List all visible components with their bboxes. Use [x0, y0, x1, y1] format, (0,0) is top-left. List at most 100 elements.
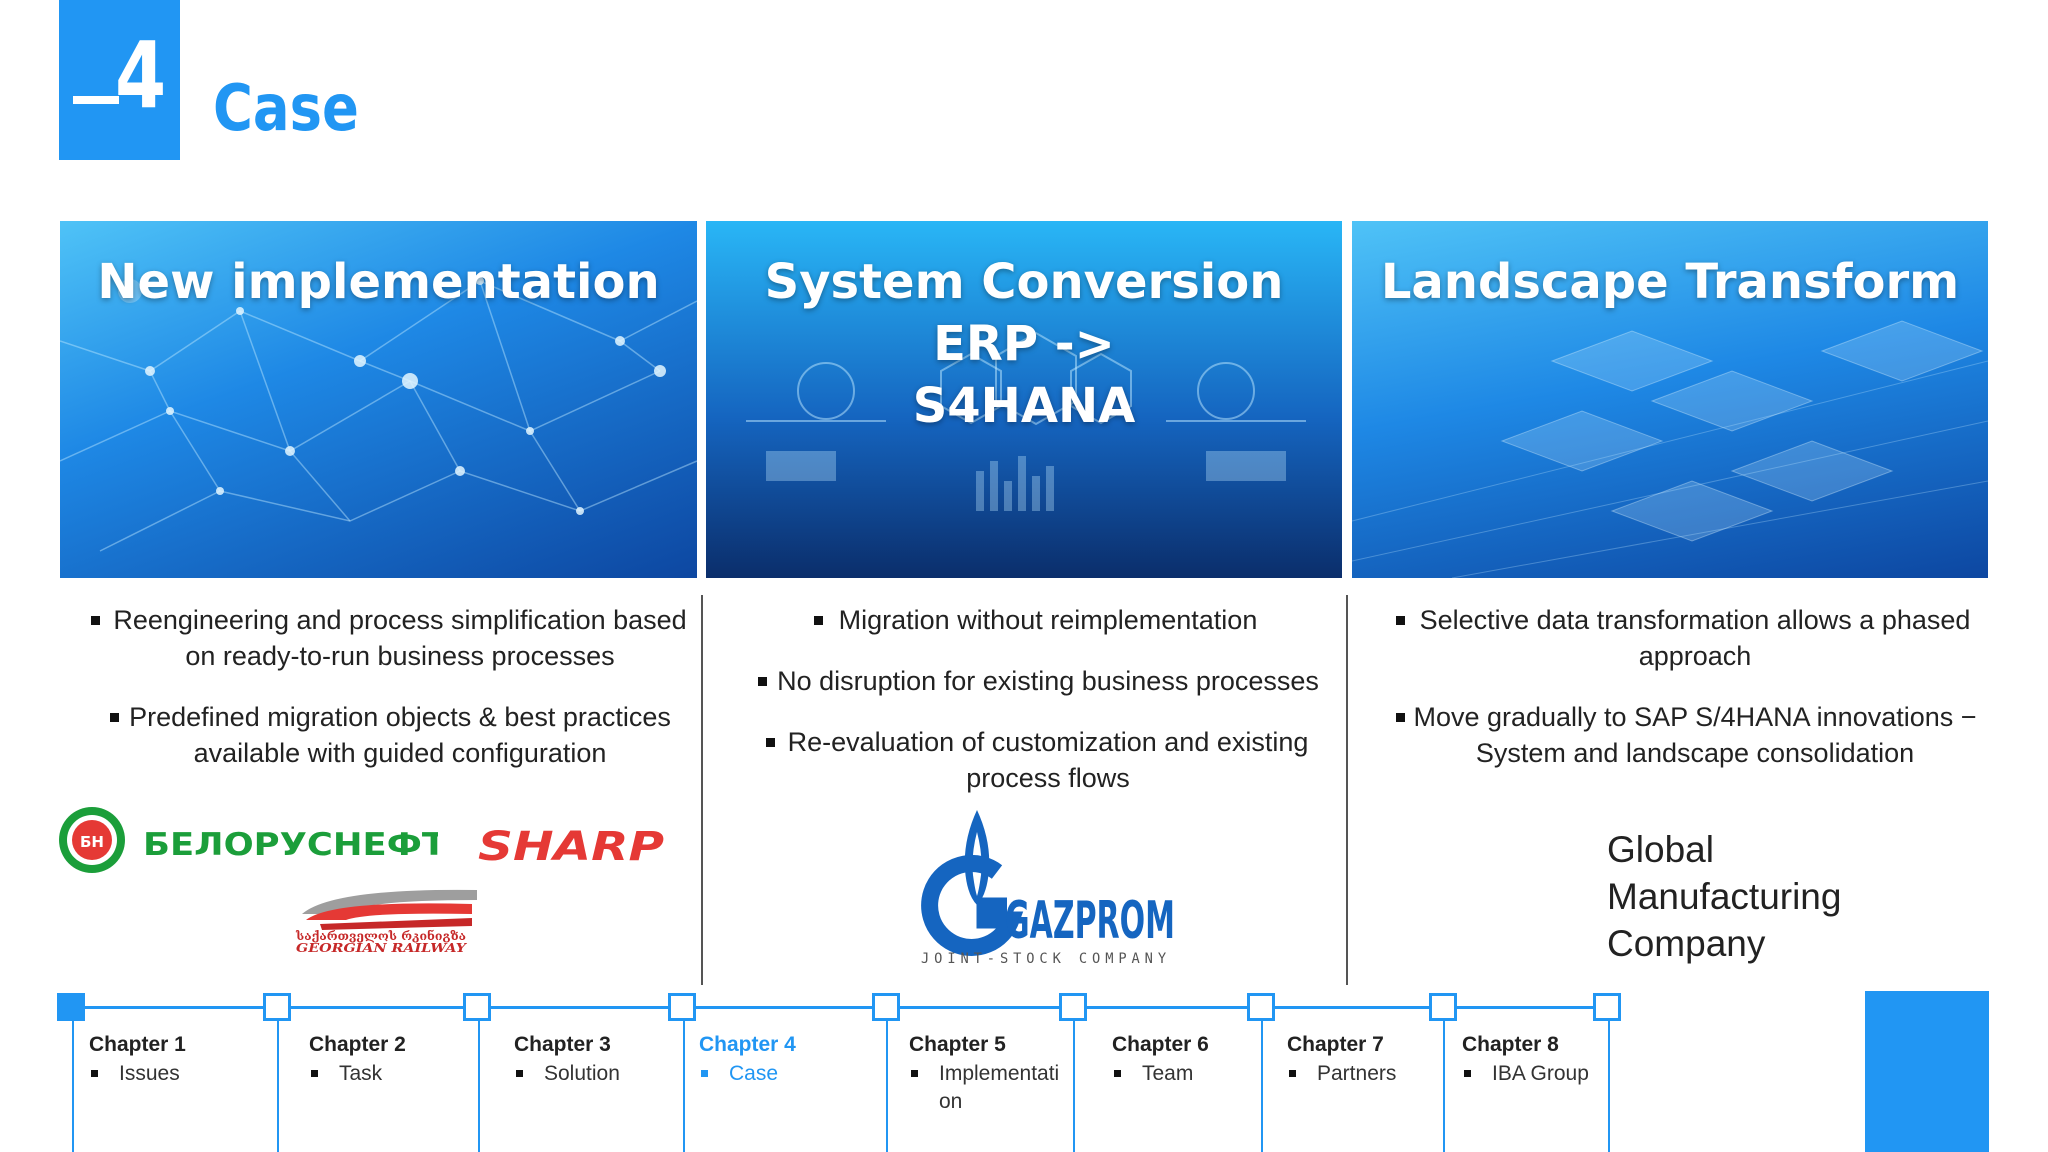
bullet-square-icon [1396, 616, 1405, 625]
bullet-square-icon [110, 713, 119, 722]
bullet-square-icon [91, 1070, 98, 1077]
chapter-6[interactable]: Chapter 6 Team [1112, 1032, 1209, 1088]
chapter-node-5[interactable] [872, 993, 900, 1021]
chapter-title: Chapter 3 [514, 1033, 611, 1056]
bullet-square-icon [1464, 1070, 1471, 1077]
chapter-item: IBA Group [1462, 1060, 1589, 1088]
bullet-item: Selective data transformation allows a p… [1396, 602, 1980, 674]
chapter-item: Solution [514, 1060, 620, 1088]
panel-title: Landscape Transform [1352, 251, 1988, 313]
page-title: Case [213, 72, 359, 146]
company-name-line: Manufacturing [1607, 876, 1842, 917]
svg-text:საქართველოს რკინიგზა: საქართველოს რკინიგზა [295, 928, 466, 943]
chapter-title: Chapter 2 [309, 1033, 406, 1056]
bullet-square-icon [1396, 713, 1405, 722]
corner-accent-block [1865, 991, 1989, 1152]
chapter-connector [1073, 1020, 1075, 1152]
bullet-item: Reengineering and process simplification… [91, 602, 690, 674]
belorusneft-logo: БН БЕЛОРУСНЕФТЬ [59, 807, 438, 873]
panel-new-implementation: New implementation [60, 221, 697, 578]
svg-text:GEORGIAN RAILWAY: GEORGIAN RAILWAY [296, 941, 468, 954]
bullet-item: No disruption for existing business proc… [758, 663, 1336, 699]
chapter-connector [478, 1020, 480, 1152]
timeline-track [72, 1006, 1607, 1009]
svg-text:БЕЛОРУСНЕФТЬ: БЕЛОРУСНЕФТЬ [143, 827, 438, 863]
bullet-square-icon [311, 1070, 318, 1077]
chapter-node-1[interactable] [57, 993, 85, 1021]
chapter-title: Chapter 7 [1287, 1033, 1384, 1056]
chapter-node-4[interactable] [668, 993, 696, 1021]
svg-text:JOINT-STOCK COMPANY: JOINT-STOCK COMPANY [921, 951, 1171, 967]
chapter-connector [1261, 1020, 1263, 1152]
bullet-list-system-conversion: Migration without reimplementation No di… [758, 602, 1336, 821]
network-background-image [60, 277, 697, 552]
panel-system-conversion: System Conversion ERP -> S4HANA [706, 221, 1342, 578]
sharp-logo: SHARP [478, 824, 664, 866]
chapter-connector [277, 1020, 279, 1152]
bullet-square-icon [911, 1070, 918, 1077]
section-number-badge: 4 [59, 0, 180, 160]
company-name-line: Global [1607, 829, 1714, 870]
chapter-node-2[interactable] [263, 993, 291, 1021]
panel-landscape-transform: Landscape Transform [1352, 221, 1988, 578]
panel-title-line: New implementation [97, 254, 660, 310]
chapter-title: Chapter 8 [1462, 1033, 1559, 1056]
bullet-item: Predefined migration objects & best prac… [110, 699, 690, 771]
panel-title: New implementation [60, 251, 697, 313]
svg-text:GAZPROM: GAZPROM [1005, 891, 1175, 951]
bullet-item: Re-evaluation of customization and exist… [760, 724, 1336, 796]
bullet-square-icon [701, 1070, 708, 1077]
panel-title-line: System Conversion ERP -> [764, 254, 1284, 372]
chapter-node-8[interactable] [1429, 993, 1457, 1021]
bullet-square-icon [766, 738, 775, 747]
chapter-connector [886, 1020, 888, 1152]
column-divider [701, 595, 703, 985]
panel-title: System Conversion ERP -> S4HANA [706, 251, 1342, 437]
bullet-square-icon [516, 1070, 523, 1077]
chapter-4[interactable]: Chapter 4 Case [699, 1032, 796, 1088]
section-number: 4 [115, 22, 167, 129]
chapter-connector [1608, 1020, 1610, 1152]
bullet-square-icon [1289, 1070, 1296, 1077]
chapter-1[interactable]: Chapter 1 Issues [89, 1032, 186, 1088]
bullet-square-icon [814, 616, 823, 625]
chapter-2[interactable]: Chapter 2 Task [309, 1032, 406, 1088]
dashboard-background-image [746, 331, 1306, 511]
timeline-end-node [1593, 993, 1621, 1021]
chapter-title: Chapter 4 [699, 1033, 796, 1056]
chapter-item: Issues [89, 1060, 186, 1088]
chapter-node-3[interactable] [463, 993, 491, 1021]
panel-title-line: S4HANA [912, 378, 1136, 434]
bullet-list-new-implementation: Reengineering and process simplification… [91, 602, 690, 796]
bullet-square-icon [91, 616, 100, 625]
company-name: Global Manufacturing Company [1607, 826, 1841, 967]
chapter-node-6[interactable] [1059, 993, 1087, 1021]
svg-text:SHARP: SHARP [478, 824, 664, 866]
panel-title-line: Landscape Transform [1380, 254, 1960, 310]
georgian-railway-logo: საქართველოს რკინიგზა GEORGIAN RAILWAY [295, 889, 477, 954]
chapter-connector [683, 1020, 685, 1152]
bullet-square-icon [758, 677, 767, 686]
chapter-item: Team [1112, 1060, 1209, 1088]
chapter-title: Chapter 5 [909, 1033, 1006, 1056]
chapter-item: Partners [1287, 1060, 1396, 1088]
underscore-mark [73, 96, 119, 104]
column-divider [1346, 595, 1348, 985]
chapter-7[interactable]: Chapter 7 Partners [1287, 1032, 1396, 1088]
bullet-list-landscape-transform: Selective data transformation allows a p… [1396, 602, 1980, 796]
chapter-8[interactable]: Chapter 8 IBA Group [1462, 1032, 1589, 1088]
chapter-node-7[interactable] [1247, 993, 1275, 1021]
chapter-3[interactable]: Chapter 3 Solution [514, 1032, 620, 1088]
chapter-connector [1443, 1020, 1445, 1152]
chapter-connector [72, 1020, 74, 1152]
blocks-background-image [1352, 320, 1988, 578]
bullet-item: Migration without reimplementation [760, 602, 1336, 638]
chapter-item: Case [699, 1060, 796, 1088]
gazprom-logo: GAZPROM JOINT-STOCK COMPANY [921, 810, 1175, 967]
bullet-square-icon [1114, 1070, 1121, 1077]
chapter-item: Task [309, 1060, 406, 1088]
chapter-title: Chapter 1 [89, 1033, 186, 1056]
bullet-item: Move gradually to SAP S/4HANA innovation… [1396, 699, 1980, 771]
